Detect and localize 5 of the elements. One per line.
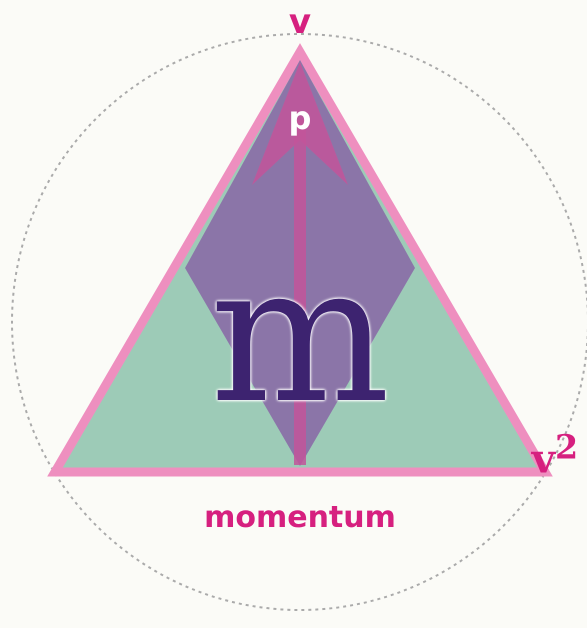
vertex-label: v$^{2}$ [532,430,578,480]
vector-label: p [288,102,312,134]
caption: momentum [204,503,396,533]
vertex-label: v [288,5,312,39]
mass-symbol: m [210,240,390,430]
